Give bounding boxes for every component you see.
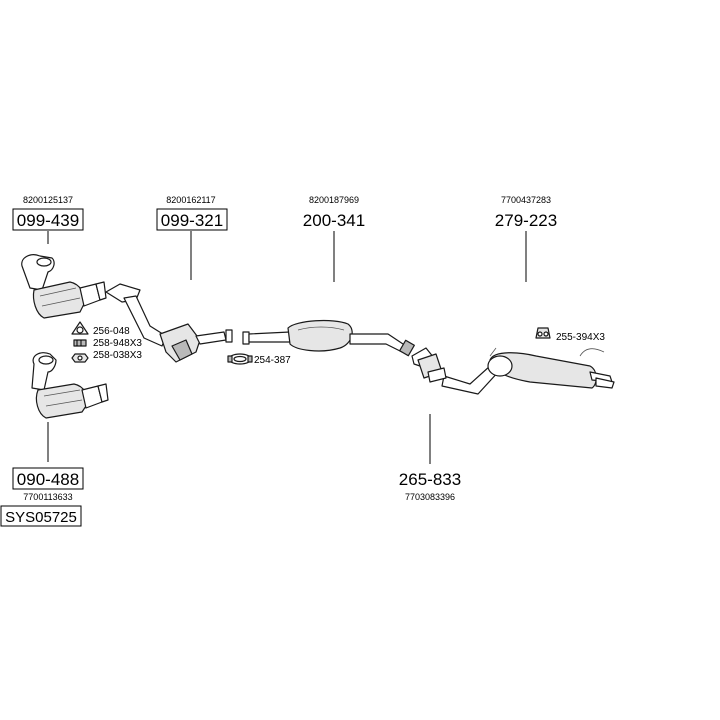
fitting-number[interactable]: 256-048 [93, 326, 130, 337]
oem-number-7700113633: 7700113633 [23, 492, 72, 502]
pipe-clamp-icon [227, 353, 253, 365]
center-pipe-catalyst-icon [242, 319, 415, 357]
oem-number-7700437283: 7700437283 [501, 195, 551, 205]
front-pipe-catalyst-icon [105, 283, 233, 363]
system-code: SYS05725 [0, 505, 82, 527]
intermediate-pipe-icon [411, 347, 447, 383]
part-number-box [12, 208, 84, 231]
fitting-number[interactable]: 255-394X3 [556, 332, 605, 343]
part-090-488-group: 090-488 7700113633 [12, 352, 109, 502]
part-number-box [156, 208, 228, 231]
nut-icon [71, 353, 89, 363]
manifold-catalyst-lower-icon [31, 352, 109, 419]
system-code-box [0, 505, 82, 527]
gasket-ring-icon [71, 321, 89, 335]
rubber-mount-icon [535, 327, 551, 339]
bolt-icon [73, 339, 87, 347]
part-number-279-223[interactable]: 279-223 [495, 211, 557, 230]
oem-number-8200187969: 8200187969 [309, 195, 359, 205]
oem-number-8200162117: 8200162117 [166, 195, 215, 205]
fitting-258-948X3: 258-948X3 [73, 338, 142, 349]
part-099-321-group: 8200162117 099-321 [105, 195, 233, 363]
fitting-number[interactable]: 254-387 [254, 355, 291, 366]
part-number-200-341[interactable]: 200-341 [303, 211, 365, 230]
system-code-label: SYS05725 [5, 509, 77, 526]
part-number-265-833[interactable]: 265-833 [399, 470, 461, 489]
part-200-341-group: 8200187969 200-341 [242, 195, 415, 357]
fitting-255-394X3: 255-394X3 [535, 327, 605, 343]
fitting-256-048: 256-048 [71, 321, 130, 337]
part-099-439-group: 8200125137 099-439 [12, 195, 107, 319]
fitting-258-038X3: 258-038X3 [71, 350, 142, 363]
part-number-099-439[interactable]: 099-439 [17, 211, 79, 230]
part-number-090-488[interactable]: 090-488 [17, 470, 79, 489]
oem-number-8200125137: 8200125137 [23, 195, 73, 205]
part-279-223-group: 7700437283 279-223 [441, 195, 615, 395]
part-265-833-group: 265-833 7703083396 [399, 347, 461, 502]
fitting-number[interactable]: 258-948X3 [93, 338, 142, 349]
manifold-catalyst-upper-icon [21, 254, 107, 319]
fitting-254-387: 254-387 [227, 353, 291, 366]
oem-number-7703083396: 7703083396 [405, 492, 455, 502]
fitting-number[interactable]: 258-038X3 [93, 350, 142, 361]
rear-silencer-icon [441, 347, 615, 395]
part-number-box [12, 467, 84, 490]
part-number-099-321[interactable]: 099-321 [161, 211, 223, 230]
